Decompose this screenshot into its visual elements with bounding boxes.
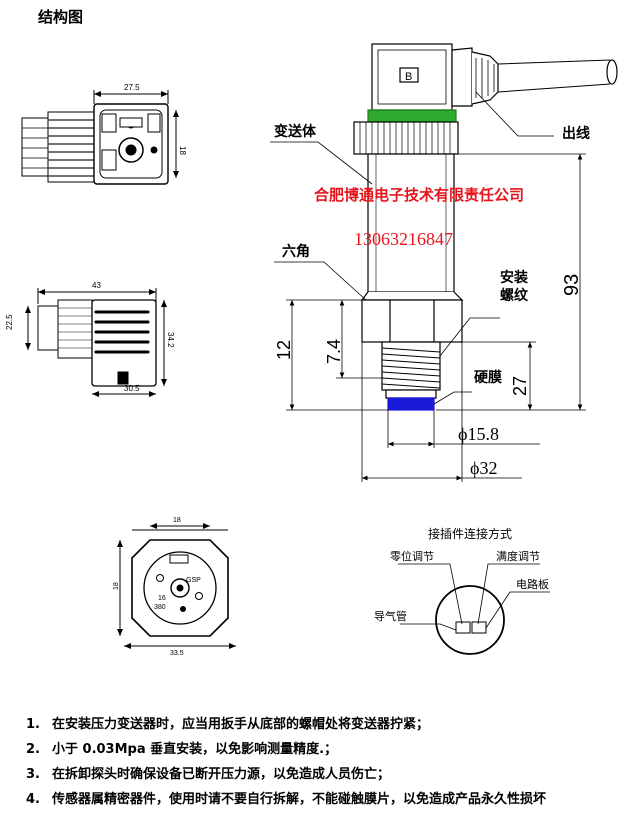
connector-badge: B (405, 71, 412, 83)
dim-12: 12 (274, 340, 294, 360)
note-text: 传感器属精密器件，使用时请不要自行拆解，不能碰触膜片，以免造成产品永久性损坏 (52, 792, 547, 807)
dim-phi-15-8: ϕ15.8 (458, 424, 499, 444)
page-title: 结构图 (38, 8, 84, 26)
note-item: 4. 传感器属精密器件，使用时请不要自行拆解，不能碰触膜片，以免造成产品永久性损坏 (26, 787, 636, 812)
dim-face-bottom: 33.5 (170, 650, 184, 657)
dim-face-height: 18 (113, 582, 120, 590)
structure-drawing: 27.5 18 43 22.5 34.2 30.5 18 18 33.5 GSP (5, 43, 618, 657)
face-mark-380: 380 (154, 604, 166, 611)
dim-top-height: 18 (178, 146, 187, 155)
transmitter-drawing (270, 43, 618, 482)
note-number: 2. (26, 742, 40, 757)
label-circuit-board: 电路板 (516, 577, 549, 591)
dim-27: 27 (510, 376, 530, 396)
installation-notes: 1. 在安装压力变送器时，应当用扳手从底部的螺帽处将变送器拧紧； 2. 小于 0.0… (26, 712, 636, 812)
phone-number: 13063216847 (354, 229, 453, 249)
dim-93: 93 (561, 274, 583, 296)
dim-side-width: 43 (92, 281, 101, 290)
dim-7-4: 7.4 (324, 339, 344, 364)
note-text: 在安装压力变送器时，应当用扳手从底部的螺帽处将变送器拧紧； (52, 717, 430, 732)
connector-face-view (117, 523, 236, 649)
company-name: 合肥博通电子技术有限责任公司 (313, 186, 524, 204)
dim-top-width: 27.5 (124, 83, 140, 92)
label-diaphragm: 硬膜 (474, 369, 502, 386)
dim-phi-32: ϕ32 (470, 458, 497, 478)
note-number: 1. (26, 717, 40, 732)
face-mark-16: 16 (158, 595, 166, 602)
label-transmitter-body: 变送体 (274, 123, 317, 140)
label-install-thread-1: 安装 (500, 269, 529, 286)
note-item: 1. 在安装压力变送器时，应当用扳手从底部的螺帽处将变送器拧紧； (26, 712, 636, 737)
dim-face-width: 18 (173, 517, 181, 524)
label-zero-adjust: 零位调节 (390, 549, 434, 563)
note-text: 在拆卸探头时确保设备已断开压力源，以免造成人员伤亡； (52, 767, 391, 782)
label-vent-tube: 导气管 (374, 609, 407, 623)
note-number: 4. (26, 792, 40, 807)
connector-top-view (21, 90, 179, 185)
dim-side-left: 22.5 (5, 314, 14, 330)
note-text: 小于 0.03Mpa 垂直安装，以免影响测量精度.； (52, 742, 338, 757)
note-item: 2. 小于 0.03Mpa 垂直安装，以免影响测量精度.； (26, 737, 636, 762)
label-install-thread-2: 螺纹 (500, 287, 529, 304)
connector-title: 接插件连接方式 (428, 526, 512, 541)
label-hexagon: 六角 (282, 243, 310, 260)
connector-side-view (25, 288, 167, 397)
label-span-adjust: 满度调节 (496, 549, 540, 563)
note-number: 3. (26, 767, 40, 782)
connector-wiring-diagram (398, 563, 550, 655)
dim-side-right: 34.2 (166, 332, 175, 348)
dim-side-bottom: 30.5 (124, 384, 140, 393)
note-item: 3. 在拆卸探头时确保设备已断开压力源，以免造成人员伤亡； (26, 762, 636, 787)
face-mark-gsp: GSP (186, 577, 201, 584)
label-outlet: 出线 (562, 125, 590, 142)
